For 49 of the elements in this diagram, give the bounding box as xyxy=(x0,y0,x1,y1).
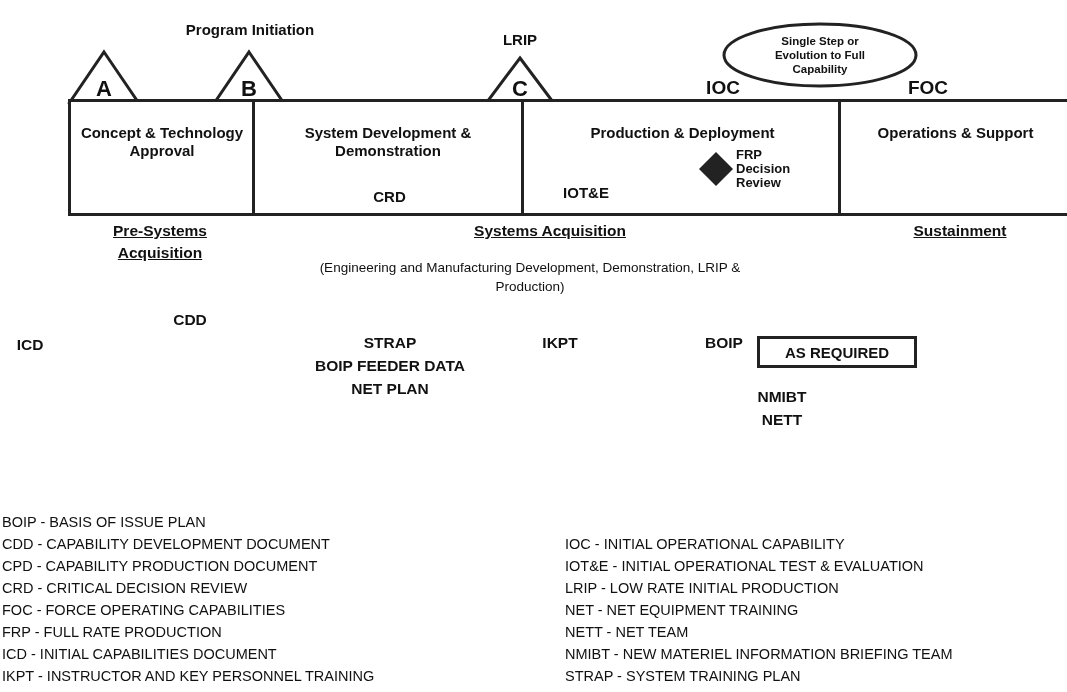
product-label: NETT xyxy=(760,410,804,429)
product-label: NET PLAN xyxy=(350,379,430,398)
phase-title: Concept & Technology Approval xyxy=(79,124,245,160)
phase-group-heading: Systems Acquisition xyxy=(473,221,627,241)
glossary-entry: CDD - CAPABILITY DEVELOPMENT DOCUMENT xyxy=(2,536,330,552)
product-label: NMIBT xyxy=(756,387,808,406)
product-label: STRAP xyxy=(362,333,418,352)
decision-diamond xyxy=(699,152,733,186)
product-label: IKPT xyxy=(541,333,579,352)
product-label: ICD xyxy=(15,335,45,354)
milestone-letter: B xyxy=(240,77,258,101)
glossary-entry: ICD - INITIAL CAPABILITIES DOCUMENT xyxy=(2,646,277,662)
phase-item: CRD xyxy=(372,188,407,206)
glossary-entry: IOC - INITIAL OPERATIONAL CAPABILITY xyxy=(565,536,845,552)
glossary-entry: NETT - NET TEAM xyxy=(565,624,689,640)
product-label: BOIP FEEDER DATA xyxy=(314,356,466,375)
phase-title: AS REQUIRED xyxy=(783,344,891,362)
glossary-entry: FOC - FORCE OPERATING CAPABILITIES xyxy=(2,602,286,618)
phase-box xyxy=(252,99,521,216)
phase-group-heading: Sustainment xyxy=(912,221,1008,241)
milestone-label: Program Initiation xyxy=(184,20,316,39)
glossary-entry: CRD - CRITICAL DECISION REVIEW xyxy=(2,580,248,596)
product-label: CDD xyxy=(172,310,208,329)
text-box xyxy=(757,336,917,368)
glossary-entry: FRP - FULL RATE PRODUCTION xyxy=(2,624,222,640)
note-text: (Engineering and Manufacturing Development, Demonstration, LRIP & Production) xyxy=(318,259,742,296)
phase-title: Operations & Support xyxy=(876,124,1035,142)
glossary-entry: NMIBT - NEW MATERIEL INFORMATION BRIEFING TEAM xyxy=(565,646,953,662)
glossary-entry: NET - NET EQUIPMENT TRAINING xyxy=(565,602,799,618)
milestone-label: LRIP xyxy=(501,30,539,49)
phase-group-heading: Pre-Systems Acquisition xyxy=(112,221,208,263)
milestone-label: IOC xyxy=(705,78,741,97)
phase-title: System Development & Demonstration xyxy=(303,124,473,160)
glossary-entry: BOIP - BASIS OF ISSUE PLAN xyxy=(2,514,206,530)
glossary-entry: LRIP - LOW RATE INITIAL PRODUCTION xyxy=(565,580,839,596)
glossary-entry: CPD - CAPABILITY PRODUCTION DOCUMENT xyxy=(2,558,318,574)
glossary-entry: IKPT - INSTRUCTOR AND KEY PERSONNEL TRAINING xyxy=(2,668,375,684)
product-label: BOIP xyxy=(705,333,744,352)
phase-box xyxy=(521,99,838,216)
glossary-entry: IOT&E - INITIAL OPERATIONAL TEST & EVALUATION xyxy=(565,558,924,574)
callout-text: Single Step or Evolution to Full Capability xyxy=(773,34,867,76)
phase-title: Production & Deployment xyxy=(589,124,776,142)
decision-label: FRP Decision Review xyxy=(736,148,792,190)
phase-item: IOT&E xyxy=(562,184,610,202)
milestone-letter: A xyxy=(95,77,113,101)
glossary-entry: STRAP - SYSTEM TRAINING PLAN xyxy=(565,668,801,684)
phase-box xyxy=(838,99,1067,216)
milestone-letter: C xyxy=(511,77,529,101)
milestone-label: FOC xyxy=(906,78,950,97)
